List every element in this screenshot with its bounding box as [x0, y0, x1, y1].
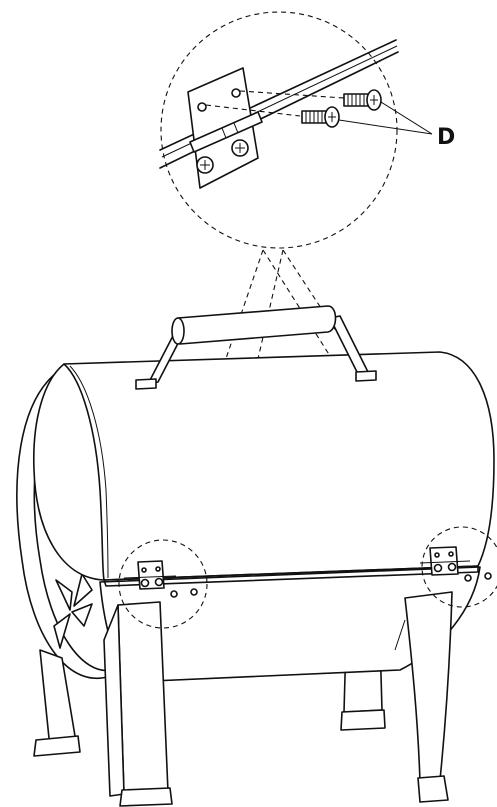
hinge-right	[419, 546, 492, 582]
leg-front-right	[404, 591, 453, 783]
leg-foot	[340, 709, 386, 731]
body-bottom-line	[129, 669, 401, 683]
screw-icon	[170, 590, 178, 598]
hinge-tab	[135, 378, 157, 390]
handle-grip-end	[171, 317, 185, 345]
leg-foot	[33, 735, 81, 757]
leg-shadow	[394, 619, 406, 651]
hinge-tab	[355, 370, 377, 382]
callout-label-d: D	[437, 125, 455, 150]
zoom-detail	[159, 11, 433, 249]
vent	[53, 573, 93, 649]
lid-end-curve-inner	[69, 365, 109, 579]
hinge-zoom-circle-left	[118, 539, 208, 629]
hinge-barrel	[189, 111, 263, 153]
zoom-circle	[160, 11, 398, 249]
lid-end-curve	[63, 363, 105, 581]
alignment-line	[205, 104, 301, 117]
leg-front-left	[117, 601, 169, 795]
callout-leader	[380, 101, 433, 135]
lid-rim	[103, 565, 479, 587]
grill-body	[99, 566, 481, 683]
screw-d-lower	[301, 106, 340, 128]
hinge-hole	[197, 102, 207, 112]
hinge-hole	[231, 88, 241, 98]
hinge-left	[123, 560, 198, 598]
leg-foot	[119, 787, 173, 807]
handle-grip	[171, 305, 337, 345]
hinge-knuckle	[221, 122, 239, 139]
leg-foot	[417, 775, 449, 803]
screw-d-upper	[343, 89, 382, 111]
screw-icon	[484, 572, 492, 580]
screw-icon	[464, 574, 472, 582]
callout-leader	[338, 119, 433, 135]
screw-icon	[190, 588, 198, 596]
grill-assembly	[16, 305, 497, 807]
alignment-line	[239, 90, 345, 99]
handle	[135, 305, 377, 390]
hinge-detail	[187, 67, 263, 189]
